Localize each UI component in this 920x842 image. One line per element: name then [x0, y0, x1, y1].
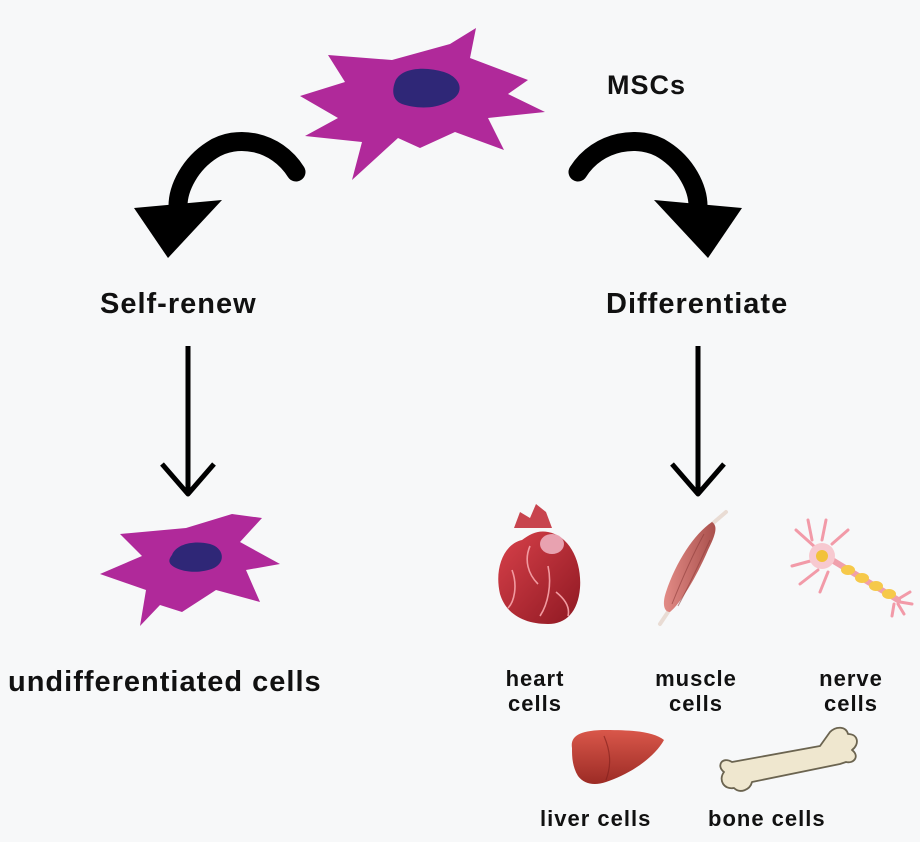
- differentiate-curved-arrow: [568, 131, 742, 258]
- undifferentiated-cells-label: undifferentiated cells: [8, 666, 322, 698]
- heart-cells-label: heart cells: [505, 666, 565, 717]
- liver-icon: [571, 730, 664, 784]
- msc-cell-icon: [300, 28, 545, 180]
- muscle-cells-label: muscle cells: [655, 666, 737, 717]
- self-renew-label: Self-renew: [100, 288, 257, 320]
- self-renew-down-arrow: [160, 346, 216, 497]
- liver-cells-label: liver cells: [540, 806, 652, 831]
- heart-icon: [498, 504, 581, 624]
- differentiate-label: Differentiate: [606, 288, 789, 320]
- nerve-icon: [790, 518, 914, 618]
- nerve-cells-label: nerve cells: [819, 666, 883, 717]
- bone-icon: [719, 726, 858, 792]
- undifferentiated-cell-icon: [100, 514, 280, 626]
- msc-label: MSCs: [607, 70, 687, 100]
- self-renew-curved-arrow: [134, 131, 306, 258]
- bone-cells-label: bone cells: [708, 806, 826, 831]
- differentiate-down-arrow: [670, 346, 726, 497]
- muscle-icon: [658, 510, 728, 626]
